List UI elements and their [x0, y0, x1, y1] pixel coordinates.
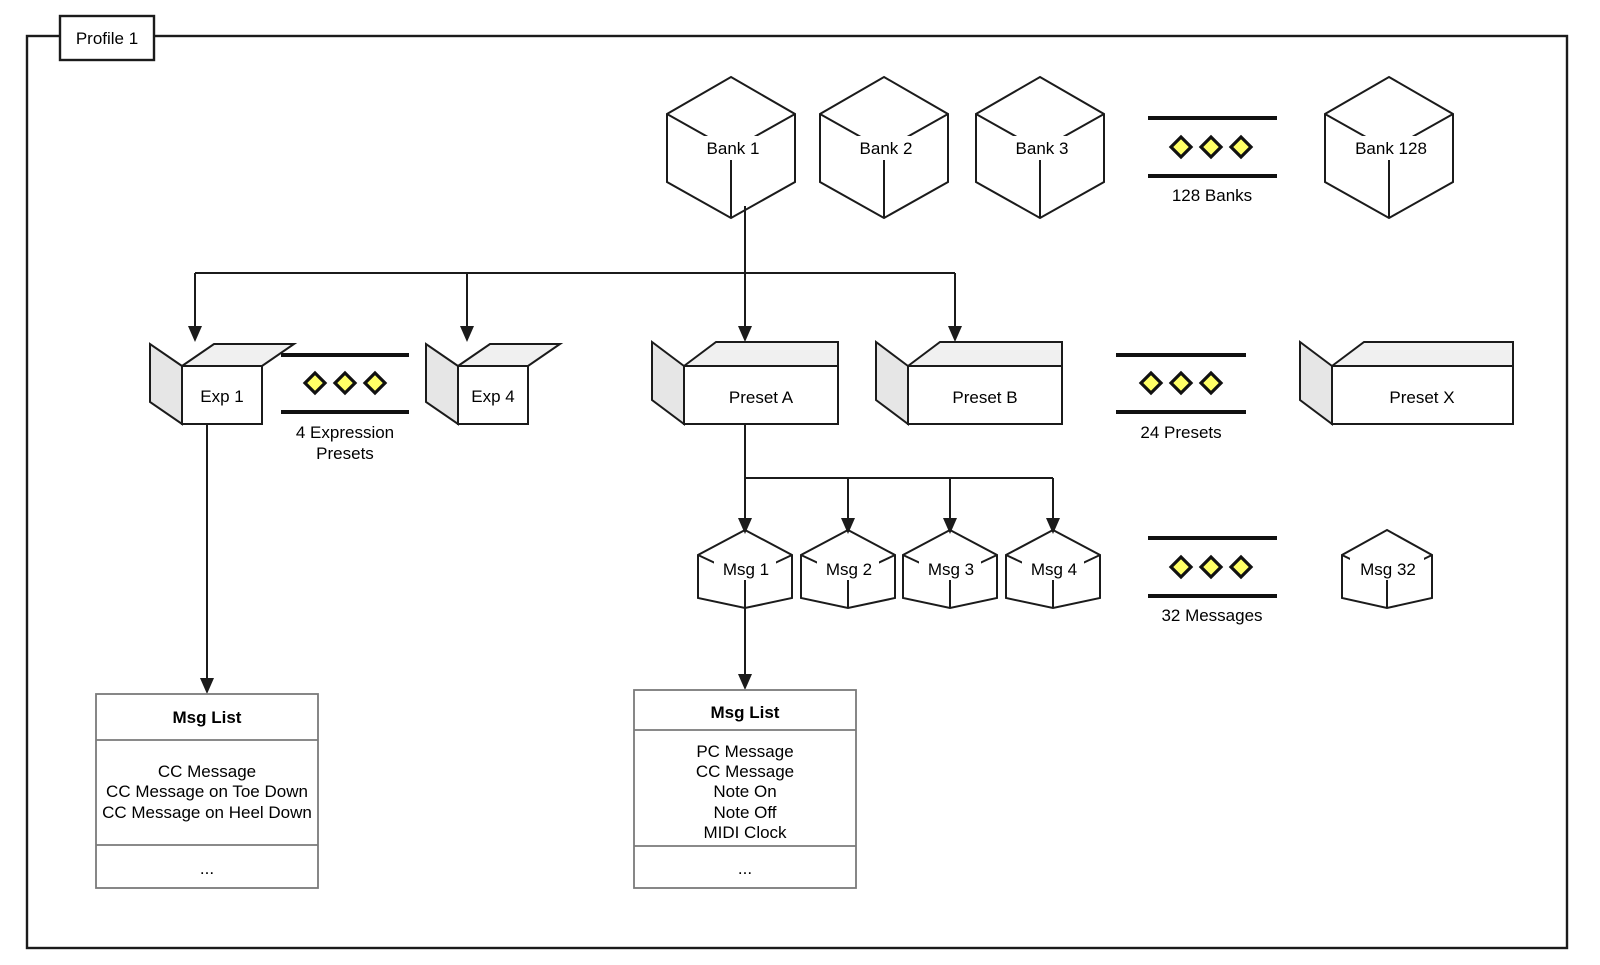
- ellipsis-expressions: 4 Expression Presets: [281, 353, 409, 463]
- message-node-2[interactable]: Msg 2: [800, 528, 896, 610]
- msg-list-preset-footer: ...: [738, 859, 752, 878]
- bank-node-3[interactable]: Bank 3: [975, 75, 1105, 220]
- arrowhead-exp1: [188, 326, 202, 342]
- profile-title-label: Profile 1: [76, 29, 138, 48]
- ellipsis-banks-diamond-1: [1168, 134, 1194, 160]
- message-node-4[interactable]: Msg 4: [1005, 528, 1101, 610]
- arrowhead-presetA: [738, 326, 752, 342]
- bank-node-2[interactable]: Bank 2: [819, 75, 949, 220]
- ellipsis-presets-diamond-1: [1138, 370, 1164, 396]
- arrowhead-exp1-msglist: [200, 678, 214, 694]
- ellipsis-expressions-caption-line2: Presets: [316, 444, 374, 463]
- msg-list-preset-row-5: MIDI Clock: [703, 823, 787, 842]
- msg-list-expression-row-2: CC Message on Toe Down: [106, 782, 308, 801]
- preset-node-a[interactable]: Preset A: [651, 340, 839, 426]
- ellipsis-messages-diamond-3: [1228, 554, 1254, 580]
- ellipsis-presets-diamond-2: [1168, 370, 1194, 396]
- arrowhead-msg4: [1046, 518, 1060, 534]
- msg-list-expression-header: Msg List: [173, 708, 242, 727]
- msg-list-preset-frame: [633, 689, 857, 889]
- expression-node-1-label: Exp 1: [200, 387, 243, 406]
- message-node-1-label: Msg 1: [723, 560, 769, 579]
- arrowhead-msg3: [943, 518, 957, 534]
- msg-list-preset-row-1: PC Message: [696, 742, 793, 761]
- msg-list-expression-frame: [95, 693, 319, 889]
- message-node-4-label: Msg 4: [1031, 560, 1077, 579]
- bank-node-1-label: Bank 1: [707, 139, 760, 158]
- message-node-1[interactable]: Msg 1: [697, 528, 793, 610]
- bank-node-128[interactable]: Bank 128: [1324, 75, 1454, 220]
- expression-node-4[interactable]: Exp 4: [425, 342, 564, 426]
- message-node-3-label: Msg 3: [928, 560, 974, 579]
- msg-list-preset-row-3: Note On: [713, 782, 776, 801]
- profile-title-box: [58, 14, 156, 62]
- msg-list-expression[interactable]: Msg List CC Message CC Message on Toe Do…: [95, 693, 319, 889]
- bank-node-2-label: Bank 2: [860, 139, 913, 158]
- arrowhead-msg1-msglist: [738, 674, 752, 690]
- ellipsis-presets-diamond-3: [1198, 370, 1224, 396]
- message-node-32-label: Msg 32: [1360, 560, 1416, 579]
- ellipsis-expressions-diamond-3: [362, 370, 388, 396]
- ellipsis-banks-caption: 128 Banks: [1172, 186, 1252, 205]
- msg-list-preset-row-2: CC Message: [696, 762, 794, 781]
- ellipsis-messages-caption: 32 Messages: [1161, 606, 1262, 625]
- message-node-2-label: Msg 2: [826, 560, 872, 579]
- preset-node-a-label: Preset A: [729, 388, 794, 407]
- msg-list-expression-row-3: CC Message on Heel Down: [102, 803, 312, 822]
- profile-frame: [25, 34, 1569, 950]
- ellipsis-presets-caption: 24 Presets: [1140, 423, 1221, 442]
- msg-list-expression-footer: ...: [200, 859, 214, 878]
- expression-node-4-label: Exp 4: [471, 387, 514, 406]
- ellipsis-expressions-diamond-2: [332, 370, 358, 396]
- bank-node-128-label: Bank 128: [1355, 139, 1427, 158]
- msg-list-preset-header: Msg List: [711, 703, 780, 722]
- ellipsis-banks: 128 Banks: [1148, 116, 1277, 205]
- ellipsis-presets: 24 Presets: [1116, 353, 1246, 442]
- ellipsis-messages-diamond-2: [1198, 554, 1224, 580]
- msg-list-expression-row-1: CC Message: [158, 762, 256, 781]
- bank-node-1[interactable]: Bank 1: [666, 75, 796, 220]
- ellipsis-expressions-caption-line1: 4 Expression: [296, 423, 394, 442]
- ellipsis-messages: 32 Messages: [1148, 536, 1277, 625]
- message-node-3[interactable]: Msg 3: [902, 528, 998, 610]
- preset-node-x-label: Preset X: [1389, 388, 1454, 407]
- arrowhead-presetB: [948, 326, 962, 342]
- ellipsis-messages-diamond-1: [1168, 554, 1194, 580]
- preset-node-x[interactable]: Preset X: [1299, 340, 1514, 426]
- message-node-32[interactable]: Msg 32: [1341, 528, 1433, 610]
- arrowhead-msg2: [841, 518, 855, 534]
- preset-node-b[interactable]: Preset B: [875, 340, 1063, 426]
- ellipsis-banks-diamond-2: [1198, 134, 1224, 160]
- ellipsis-expressions-diamond-1: [302, 370, 328, 396]
- arrowhead-exp4: [460, 326, 474, 342]
- expression-node-1[interactable]: Exp 1: [149, 342, 298, 426]
- bank-node-3-label: Bank 3: [1016, 139, 1069, 158]
- ellipsis-banks-diamond-3: [1228, 134, 1254, 160]
- msg-list-preset-row-4: Note Off: [714, 803, 777, 822]
- arrowhead-msg1: [738, 518, 752, 534]
- preset-node-b-label: Preset B: [952, 388, 1017, 407]
- msg-list-preset[interactable]: Msg List PC Message CC Message Note On N…: [633, 689, 857, 889]
